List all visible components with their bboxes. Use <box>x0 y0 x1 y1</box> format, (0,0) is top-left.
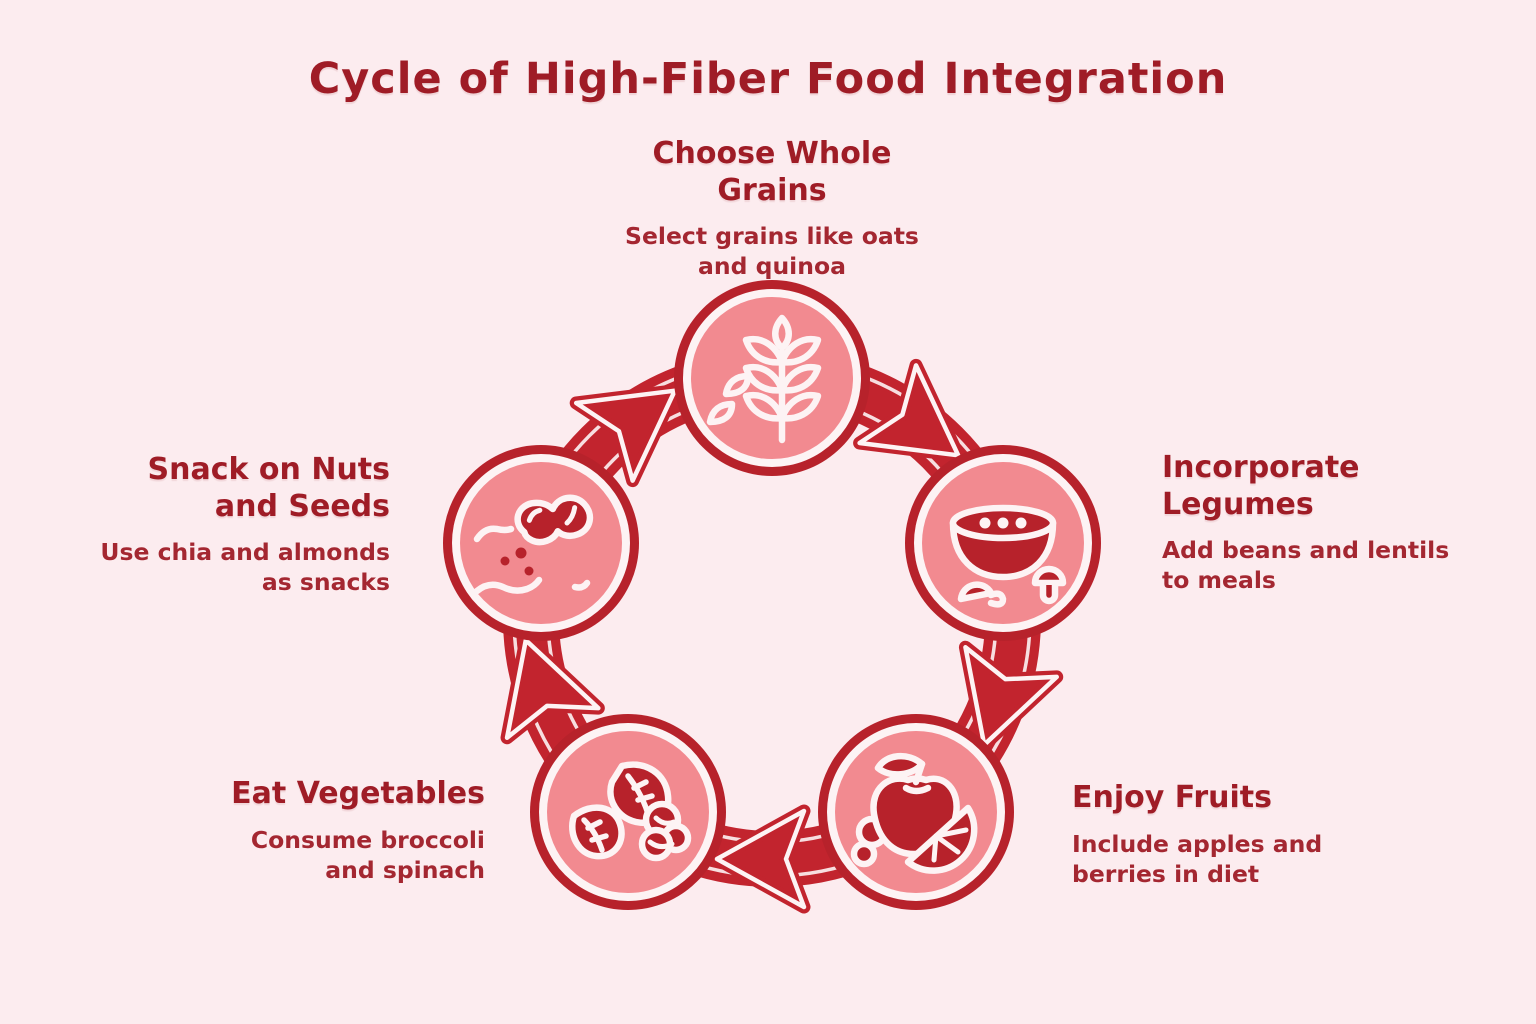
arrow-nuts-to-grains <box>569 384 682 488</box>
nuts-seeds-heading: Snack on Nuts and Seeds <box>147 452 390 524</box>
wheat-icon <box>706 314 822 444</box>
arrow-grains-to-legumes <box>853 358 965 462</box>
legumes-description: Add beans and lentils to meals <box>1162 536 1450 595</box>
node-vegetables <box>530 714 726 910</box>
label-vegetables: Eat Vegetables Consume broccoli and spin… <box>145 776 485 885</box>
arrow-legumes-to-fruits <box>958 640 1064 752</box>
node-nuts-seeds <box>443 445 639 641</box>
vegetables-heading: Eat Vegetables <box>231 776 485 811</box>
label-legumes: Incorporate Legumes Add beans and lentil… <box>1162 450 1502 595</box>
fruits-heading: Enjoy Fruits <box>1072 780 1272 815</box>
nuts-seeds-description: Use chia and almonds as snacks <box>100 538 390 597</box>
fruits-icon <box>850 753 978 874</box>
legume-bowl-icon <box>949 504 1067 608</box>
vegetables-description: Consume broccoli and spinach <box>250 825 485 884</box>
label-whole-grains: Choose Whole Grains Select grains like o… <box>552 136 992 281</box>
node-fruits <box>818 714 1014 910</box>
page-title: Cycle of High-Fiber Food Integration <box>308 54 1228 104</box>
fruits-description: Include apples and berries in diet <box>1072 829 1323 888</box>
arrow-vegetables-to-nuts <box>500 633 605 745</box>
peanut-seeds-icon <box>473 494 594 595</box>
whole-grains-heading: Choose Whole Grains <box>652 136 892 208</box>
node-whole-grains <box>674 280 870 476</box>
whole-grains-description: Select grains like oats and quinoa <box>625 222 919 281</box>
label-fruits: Enjoy Fruits Include apples and berries … <box>1072 780 1422 889</box>
label-nuts-seeds: Snack on Nuts and Seeds Use chia and alm… <box>50 452 390 597</box>
cycle-arrows <box>500 358 1064 914</box>
arrow-fruits-to-vegetables <box>710 804 811 914</box>
node-legumes <box>905 445 1101 641</box>
legumes-heading: Incorporate Legumes <box>1162 450 1360 522</box>
vegetables-icon <box>569 761 692 862</box>
